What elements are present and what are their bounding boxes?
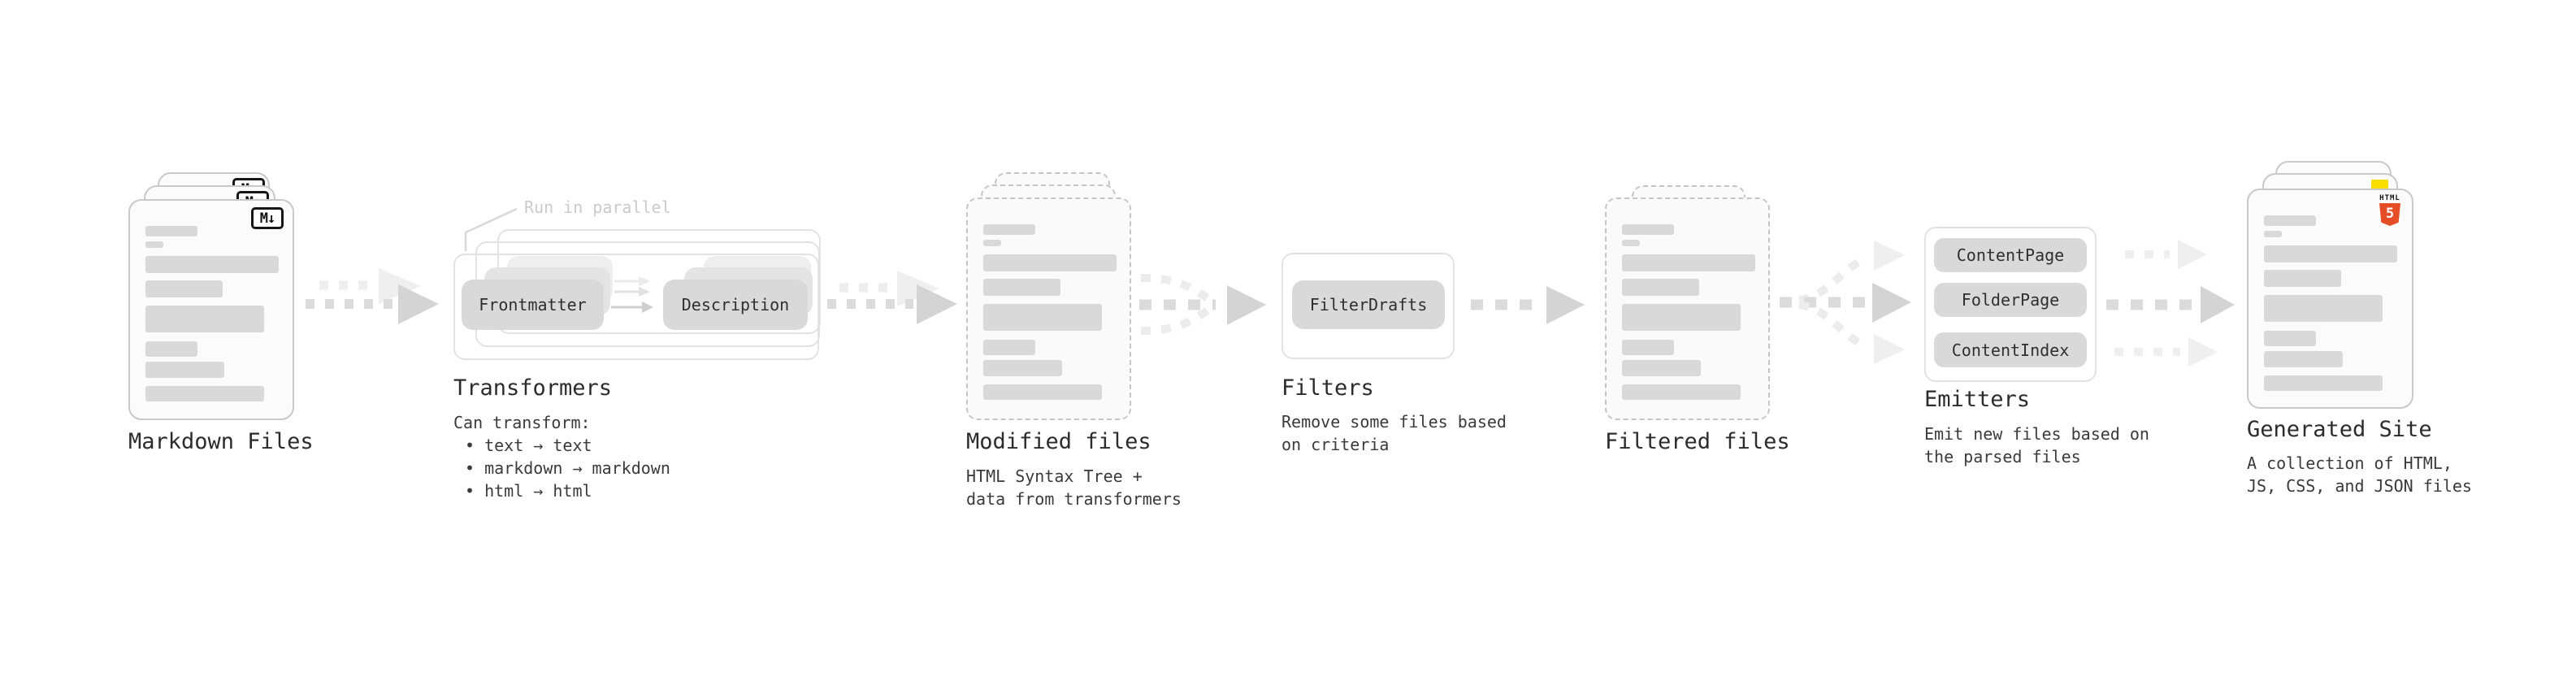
- file-card-filtered: [1605, 197, 1770, 420]
- content-bar: [2264, 270, 2341, 287]
- content-bar: [2264, 295, 2383, 322]
- desc-line: JS, CSS, and JSON files: [2247, 476, 2472, 496]
- stage-title-filters: Filters: [1281, 375, 1374, 401]
- content-bar: [1622, 340, 1674, 355]
- content-bar: [145, 280, 223, 297]
- content-bar: [1622, 224, 1674, 235]
- desc-bullet: • text → text: [465, 436, 592, 455]
- run-in-parallel-note: Run in parallel: [524, 197, 671, 217]
- emitter-box-contentpage: ContentPage: [1934, 238, 2087, 272]
- arrow-transformers-to-modified: [827, 271, 957, 324]
- transformer-box-description: Description: [663, 280, 808, 330]
- content-bar: [2264, 245, 2397, 262]
- html5-logo-word: HTML: [2379, 194, 2400, 202]
- content-bar: [2264, 375, 2383, 391]
- file-card-generated: HTML 5: [2247, 189, 2413, 409]
- content-bar: [2264, 351, 2343, 367]
- file-card-markdown: M↓: [128, 199, 294, 420]
- content-bar: [1622, 304, 1741, 331]
- stage-title-transformers: Transformers: [453, 375, 613, 401]
- content-bar: [2264, 215, 2316, 226]
- desc-line: the parsed files: [1924, 447, 2081, 466]
- content-bar: [145, 341, 197, 357]
- content-bar: [983, 304, 1102, 331]
- stage-desc-emitters: Emit new files based on the parsed files: [1924, 423, 2149, 468]
- content-bar: [145, 256, 279, 273]
- filters-group: [1281, 253, 1455, 359]
- javascript-badge-icon: [2371, 180, 2388, 189]
- html5-logo-shield: 5: [2379, 203, 2400, 226]
- desc-line: HTML Syntax Tree +: [966, 466, 1143, 486]
- content-bar: [145, 362, 224, 378]
- stage-title-generated-site: Generated Site: [2247, 417, 2432, 442]
- content-bar: [983, 224, 1035, 235]
- desc-bullet: • markdown → markdown: [465, 458, 670, 478]
- content-bar: [145, 386, 264, 401]
- desc-line: Remove some files based: [1281, 412, 1507, 432]
- stage-title-filtered-files: Filtered files: [1605, 429, 1790, 454]
- content-bar: [1622, 254, 1755, 271]
- content-bar: [1622, 360, 1701, 376]
- desc-line: A collection of HTML,: [2247, 453, 2452, 473]
- desc-line: on criteria: [1281, 435, 1390, 454]
- stage-desc-transformers: Can transform: • text → text • markdown …: [453, 411, 670, 502]
- content-bar: [2264, 231, 2282, 237]
- markdown-badge-icon: M↓: [251, 207, 284, 229]
- content-bar: [145, 241, 163, 248]
- stage-title-modified-files: Modified files: [966, 429, 1151, 454]
- stage-desc-generated: A collection of HTML, JS, CSS, and JSON …: [2247, 452, 2472, 497]
- content-bar: [983, 340, 1035, 355]
- arrow-markdown-to-transformers: [306, 268, 439, 324]
- html5-logo-icon: HTML 5: [2378, 195, 2402, 226]
- desc-line: Can transform:: [453, 413, 591, 432]
- arrow-emitters-to-generated: [2106, 240, 2235, 367]
- desc-bullet: • html → html: [465, 481, 592, 501]
- transformer-box-frontmatter: Frontmatter: [462, 280, 604, 330]
- desc-line: Emit new files based on: [1924, 424, 2149, 444]
- desc-line: data from transformers: [966, 489, 1182, 509]
- emitters-group: [1924, 227, 2097, 382]
- content-bar: [1622, 384, 1741, 400]
- arrow-filters-to-filtered: [1471, 286, 1585, 324]
- file-card-modified: [966, 197, 1131, 420]
- content-bar: [1622, 240, 1640, 246]
- emitter-box-contentindex: ContentIndex: [1934, 332, 2087, 367]
- transformer-group-front: [453, 254, 819, 360]
- arrow-filtered-to-emitters: [1780, 241, 1911, 364]
- content-bar: [983, 360, 1062, 376]
- content-bar: [983, 384, 1102, 400]
- content-bar: [983, 254, 1117, 271]
- stage-title-emitters: Emitters: [1924, 387, 2031, 412]
- content-bar: [983, 279, 1060, 296]
- filter-box-filterdrafts: FilterDrafts: [1292, 280, 1445, 329]
- content-bar: [145, 226, 197, 236]
- content-bar: [145, 306, 264, 332]
- content-bar: [1622, 279, 1699, 296]
- content-bar: [2264, 331, 2316, 346]
- stage-title-markdown-files: Markdown Files: [128, 429, 314, 454]
- content-bar: [983, 240, 1001, 246]
- emitter-box-folderpage: FolderPage: [1934, 283, 2087, 317]
- stage-desc-modified: HTML Syntax Tree + data from transformer…: [966, 465, 1182, 510]
- stage-desc-filters: Remove some files based on criteria: [1281, 410, 1507, 456]
- arrow-modified-to-filters: [1139, 274, 1266, 335]
